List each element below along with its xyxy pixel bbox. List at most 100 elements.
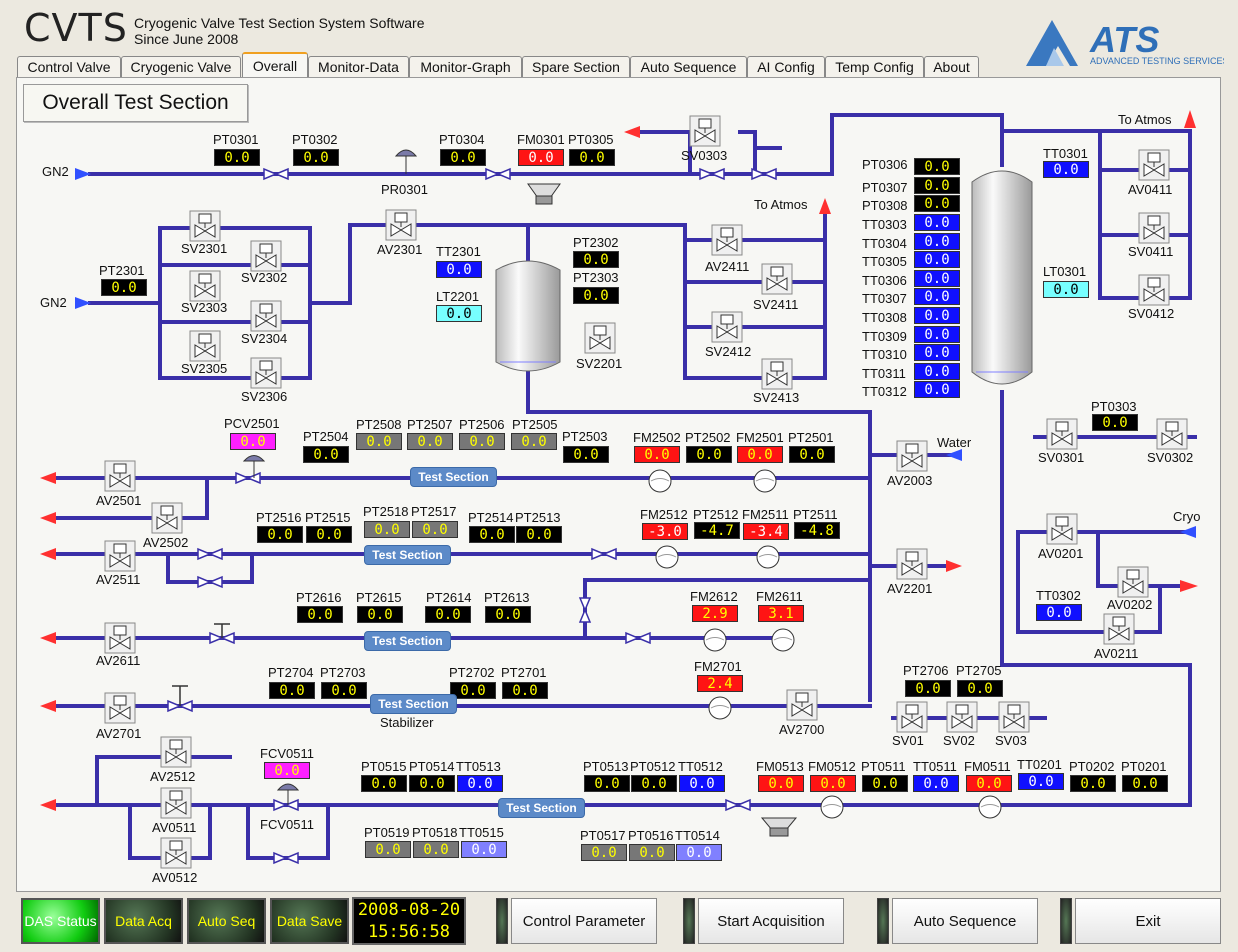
tab-about[interactable]: About	[924, 56, 979, 77]
value-pt2701: 0.0	[502, 682, 548, 699]
label-sv2411: SV2411	[753, 297, 799, 312]
value-pt0307: 0.0	[914, 177, 960, 194]
av2502-valve-icon[interactable]	[151, 502, 183, 534]
av2611-valve-icon[interactable]	[104, 622, 136, 654]
tab-auto-sequence[interactable]: Auto Sequence	[630, 56, 747, 77]
tab-temp-config[interactable]: Temp Config	[825, 56, 924, 77]
label-sv0411: SV0411	[1128, 244, 1174, 259]
av0202-valve-icon[interactable]	[1117, 566, 1149, 598]
value-tt0306: 0.0	[914, 270, 960, 287]
value-pt2301: 0.0	[101, 279, 147, 296]
label-lt2201: LT2201	[436, 289, 480, 304]
tab-cryogenic-valve[interactable]: Cryogenic Valve	[121, 56, 241, 77]
label-pt2303: PT2303	[573, 270, 619, 285]
cryo-arrow	[1180, 526, 1196, 538]
sv0412-valve-icon[interactable]	[1138, 274, 1170, 306]
sv0301-valve-icon[interactable]	[1046, 418, 1078, 450]
label-pt2508: PT2508	[356, 417, 402, 432]
value-tt0307: 0.0	[914, 288, 960, 305]
av0512-valve-icon[interactable]	[160, 837, 192, 869]
sv2305-valve-icon[interactable]	[189, 330, 221, 362]
value-pt2303: 0.0	[573, 287, 619, 304]
label-pt2511: PT2511	[793, 507, 838, 522]
label-tt0512: TT0512	[678, 759, 723, 774]
label-av0201: AV0201	[1038, 546, 1084, 561]
label-pt2517: PT2517	[411, 504, 457, 519]
label-tt0307: TT0307	[862, 291, 907, 306]
gn2-inlet-arrow	[75, 168, 91, 180]
sv2301-valve-icon[interactable]	[189, 210, 221, 242]
label-tt0306: TT0306	[862, 273, 907, 288]
value-pt2505: 0.0	[511, 433, 557, 450]
av2411-valve-icon[interactable]	[711, 224, 743, 256]
sv2412-valve-icon[interactable]	[711, 311, 743, 343]
sv2306-valve-icon[interactable]	[250, 357, 282, 389]
av2512-valve-icon[interactable]	[160, 736, 192, 768]
sv2201-valve-icon[interactable]	[584, 322, 616, 354]
av2301-valve-icon[interactable]	[385, 209, 417, 241]
sv2303-valve-icon[interactable]	[189, 270, 221, 302]
label-sv01: SV01	[892, 733, 924, 748]
label-fm2611: FM2611	[756, 589, 803, 604]
av0511-valve-icon[interactable]	[160, 787, 192, 819]
value-pt2501: 0.0	[789, 446, 835, 463]
label-pt0307: PT0307	[862, 180, 908, 195]
tab-overall[interactable]: Overall	[242, 52, 308, 78]
av2701-valve-icon[interactable]	[104, 692, 136, 724]
label-gn2-b: GN2	[40, 295, 67, 310]
sv0302-valve-icon[interactable]	[1156, 418, 1188, 450]
label-av2701: AV2701	[96, 726, 142, 741]
label-stabilizer: Stabilizer	[380, 715, 434, 730]
sv2411-valve-icon[interactable]	[761, 263, 793, 295]
gate-valves	[167, 167, 777, 865]
av2700-valve-icon[interactable]	[786, 689, 818, 721]
av2003-valve-icon[interactable]	[896, 440, 928, 472]
label-to-atmos-1: To Atmos	[1118, 112, 1172, 127]
value-tt0515: 0.0	[461, 841, 507, 858]
tab-spare-section[interactable]: Spare Section	[522, 56, 630, 77]
label-pt0515: PT0515	[361, 759, 407, 774]
auto-sequence-button[interactable]: Auto Sequence	[892, 898, 1038, 944]
label-av0411: AV0411	[1128, 182, 1173, 197]
sv0411-valve-icon[interactable]	[1138, 212, 1170, 244]
sv0303-valve-icon[interactable]	[689, 115, 721, 147]
start-acquisition-indicator	[683, 898, 695, 944]
value-pt2518: 0.0	[364, 521, 410, 538]
tab-control-valve[interactable]: Control Valve	[17, 56, 121, 77]
av2201-valve-icon[interactable]	[896, 548, 928, 580]
exit-button[interactable]: Exit	[1075, 898, 1221, 944]
value-pt2504: 0.0	[303, 446, 349, 463]
av0211-valve-icon[interactable]	[1103, 613, 1135, 645]
value-pt2506: 0.0	[459, 433, 505, 450]
ats-logo: ATS ADVANCED TESTING SERVICES	[1024, 18, 1229, 72]
value-pt2706: 0.0	[905, 680, 951, 697]
sv03-valve-icon[interactable]	[998, 701, 1030, 733]
sv2302-valve-icon[interactable]	[250, 240, 282, 272]
tab-monitor-graph[interactable]: Monitor-Graph	[409, 56, 522, 77]
label-pt2301: PT2301	[99, 263, 145, 278]
label-pt2701: PT2701	[501, 665, 547, 680]
label-av2411: AV2411	[705, 259, 750, 274]
app-subtitle-line1: Cryogenic Valve Test Section System Soft…	[134, 15, 425, 31]
av0201-valve-icon[interactable]	[1046, 513, 1078, 545]
tab-monitor-data[interactable]: Monitor-Data	[308, 56, 409, 77]
label-pt2702: PT2702	[449, 665, 495, 680]
label-av0211: AV0211	[1094, 646, 1139, 661]
label-tt0514: TT0514	[675, 828, 720, 843]
tab-ai-config[interactable]: AI Config	[747, 56, 825, 77]
label-sv0412: SV0412	[1128, 306, 1175, 321]
av2511-valve-icon[interactable]	[104, 540, 136, 572]
sv2304-valve-icon[interactable]	[250, 300, 282, 332]
sv2413-valve-icon[interactable]	[761, 358, 793, 390]
label-to-atmos-2: To Atmos	[754, 197, 808, 212]
control-parameter-button[interactable]: Control Parameter	[511, 898, 657, 944]
sv01-valve-icon[interactable]	[896, 701, 928, 733]
out-arrow-0202	[1180, 580, 1198, 592]
label-cryo: Cryo	[1173, 509, 1201, 524]
av2501-valve-icon[interactable]	[104, 460, 136, 492]
label-sv0303: SV0303	[681, 148, 728, 163]
sv02-valve-icon[interactable]	[946, 701, 978, 733]
start-acquisition-button[interactable]: Start Acquisition	[698, 898, 844, 944]
value-pt2513: 0.0	[516, 526, 562, 543]
av0411-valve-icon[interactable]	[1138, 149, 1170, 181]
